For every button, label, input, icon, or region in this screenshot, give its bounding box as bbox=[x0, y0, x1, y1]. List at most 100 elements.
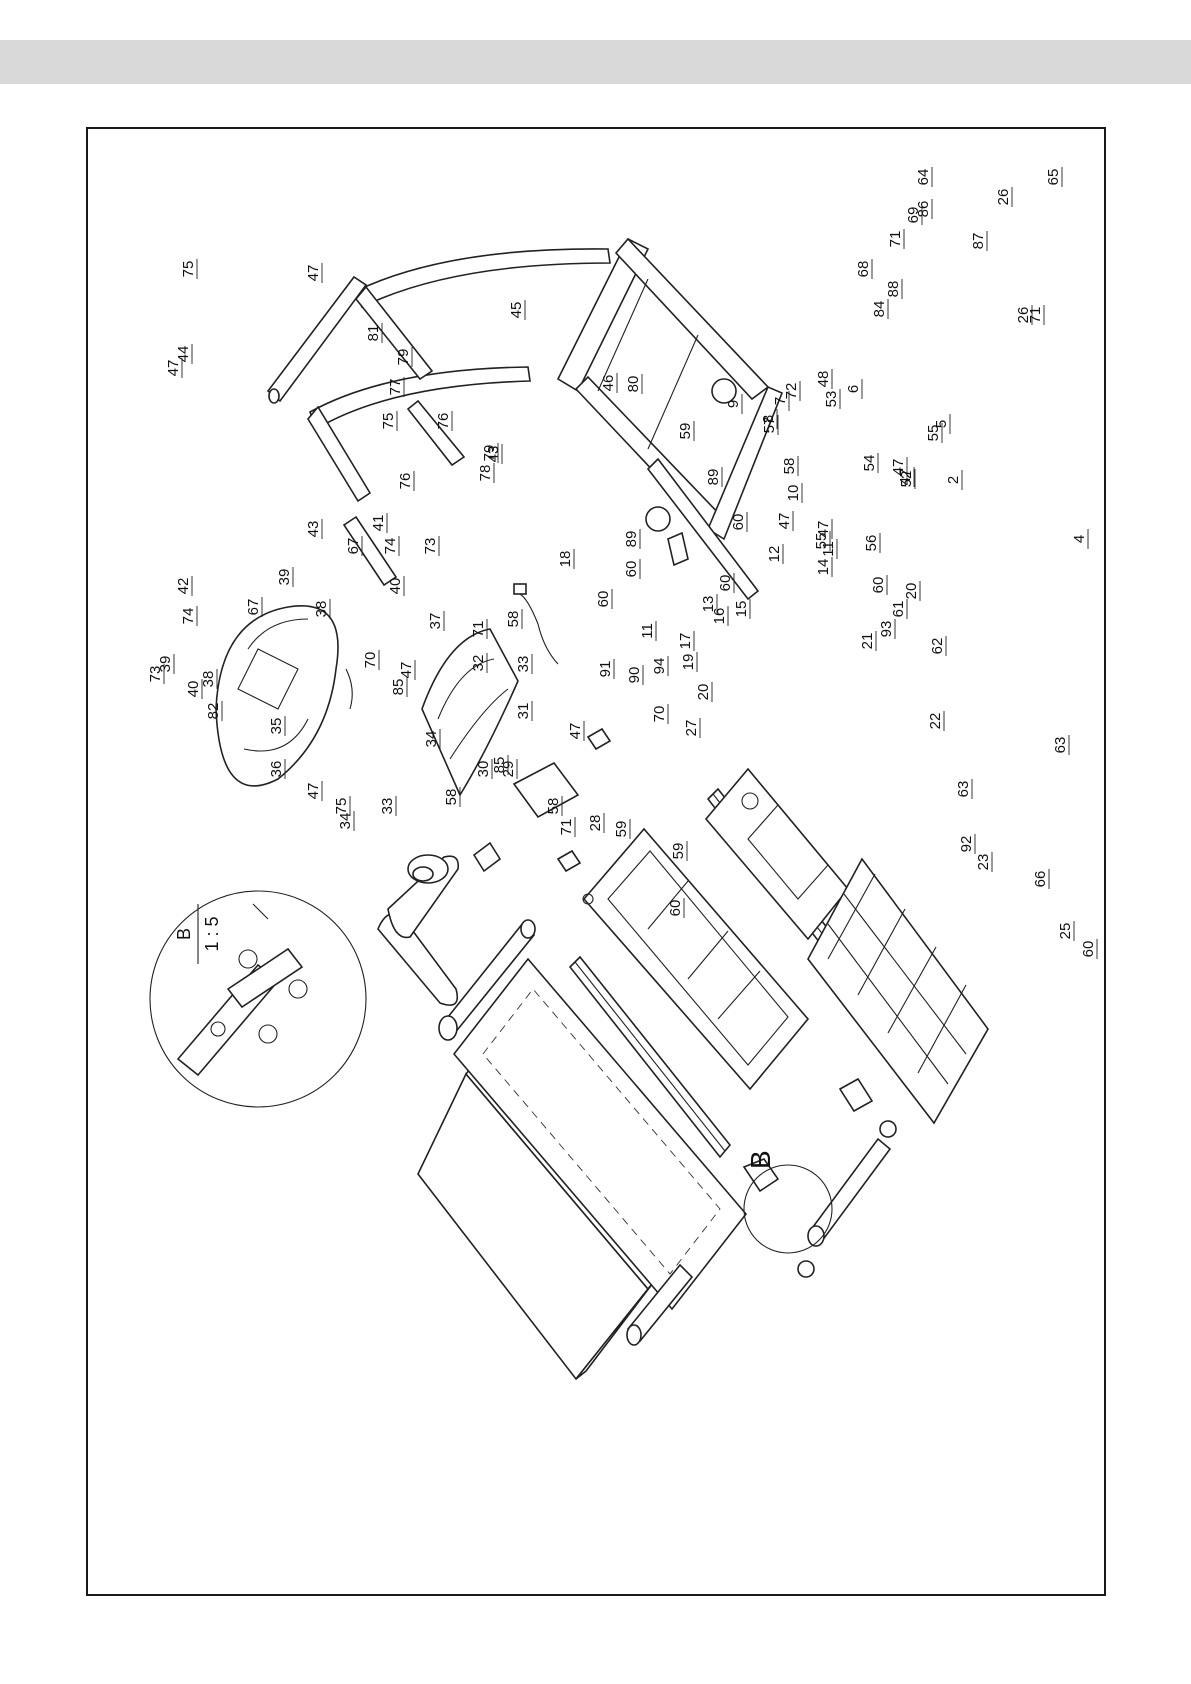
part-number-label: 94 bbox=[651, 658, 668, 675]
part-number-label: 23 bbox=[975, 854, 992, 871]
part-number-label: 73 bbox=[147, 666, 164, 683]
part-number-label: 58 bbox=[505, 611, 522, 628]
part-number-label: 47 bbox=[776, 513, 793, 530]
part-number-label: 38 bbox=[200, 671, 217, 688]
part-number-label: 18 bbox=[557, 551, 574, 568]
part-number-label: 68 bbox=[855, 261, 872, 278]
part-number-label: 35 bbox=[268, 718, 285, 735]
console bbox=[215, 605, 353, 787]
part-number-label: 8 bbox=[760, 415, 777, 423]
part-number-label: 47 bbox=[165, 360, 182, 377]
part-number-label: 41 bbox=[370, 515, 387, 532]
diagram-frame: B 1 : 5 B 123456789101111121314151617181… bbox=[86, 127, 1106, 1596]
part-number-label: 33 bbox=[515, 656, 532, 673]
part-number-label: 47 bbox=[305, 265, 322, 282]
part-number-label: 44 bbox=[175, 346, 192, 363]
part-number-label: 87 bbox=[970, 233, 987, 250]
handlebar bbox=[266, 275, 368, 404]
part-number-label: 27 bbox=[683, 720, 700, 737]
part-number-label: 19 bbox=[680, 654, 697, 671]
end-caps bbox=[742, 1077, 874, 1193]
incline-assembly bbox=[645, 378, 760, 601]
part-number-label: 47 bbox=[398, 662, 415, 679]
part-number-label: 60 bbox=[870, 577, 887, 594]
part-number-label: 71 bbox=[887, 231, 904, 248]
part-number-label: 89 bbox=[623, 531, 640, 548]
part-number-label: 70 bbox=[362, 652, 379, 669]
part-number-label: 11 bbox=[820, 541, 837, 557]
part-number-label: 84 bbox=[871, 301, 888, 318]
part-number-label: 60 bbox=[595, 591, 612, 608]
part-number-label: 60 bbox=[623, 561, 640, 578]
part-number-label: 88 bbox=[885, 281, 902, 298]
part-number-label: 58 bbox=[545, 798, 562, 815]
part-number-label: 37 bbox=[427, 613, 444, 630]
part-number-label: 47 bbox=[815, 521, 832, 538]
part-number-label: 28 bbox=[587, 815, 604, 832]
main-frame bbox=[582, 827, 810, 1091]
part-number-label: 39 bbox=[276, 569, 293, 586]
part-number-label: 2 bbox=[945, 476, 962, 484]
part-number-label: 64 bbox=[915, 169, 932, 186]
part-number-label: 45 bbox=[508, 302, 525, 319]
detail-scale: 1 : 5 bbox=[202, 916, 222, 951]
part-number-label: 40 bbox=[387, 578, 404, 595]
part-number-label: 60 bbox=[730, 514, 747, 531]
part-number-label: 54 bbox=[861, 455, 878, 472]
part-number-label: 77 bbox=[387, 379, 404, 396]
part-number-label: 36 bbox=[268, 761, 285, 778]
part-number-label: 21 bbox=[859, 633, 876, 650]
part-number-label: 65 bbox=[1045, 169, 1062, 186]
part-number-label: 6 bbox=[845, 385, 862, 393]
part-number-label: 75 bbox=[333, 798, 350, 815]
part-number-label: 58 bbox=[781, 458, 798, 475]
detail-callout-label: B bbox=[745, 1150, 776, 1169]
part-number-label: 17 bbox=[677, 633, 694, 650]
detail-b bbox=[149, 890, 367, 1108]
part-number-label: 47 bbox=[897, 469, 914, 486]
detail-title: B 1 : 5 bbox=[174, 904, 222, 964]
part-number-label: 71 bbox=[470, 621, 487, 638]
part-number-label: 33 bbox=[379, 798, 396, 815]
part-number-label: 72 bbox=[783, 383, 800, 400]
part-number-label: 47 bbox=[567, 723, 584, 740]
part-number-label: 62 bbox=[929, 638, 946, 655]
part-number-label: 55 bbox=[925, 425, 942, 442]
part-number-label: 59 bbox=[677, 423, 694, 440]
part-number-label: 75 bbox=[380, 413, 397, 430]
part-number-label: 60 bbox=[667, 900, 684, 917]
part-number-label: 14 bbox=[815, 559, 832, 576]
part-number-label: 39 bbox=[157, 656, 174, 673]
part-number-label: 70 bbox=[651, 706, 668, 723]
part-number-label: 63 bbox=[955, 781, 972, 798]
deck-frame bbox=[452, 957, 748, 1311]
part-number-label: 78 bbox=[477, 465, 494, 482]
part-number-label: 38 bbox=[313, 601, 330, 618]
part-number-label: 20 bbox=[695, 684, 712, 701]
part-number-label: 13 bbox=[700, 596, 717, 613]
detail-b-callout bbox=[743, 1164, 833, 1254]
rear-tube bbox=[797, 1120, 897, 1278]
part-labels: 1234567891011111213141516171819202021222… bbox=[147, 167, 1098, 959]
part-number-label: 32 bbox=[470, 655, 487, 672]
part-number-label: 91 bbox=[597, 661, 614, 678]
part-number-label: 56 bbox=[863, 535, 880, 552]
part-number-label: 48 bbox=[815, 371, 832, 388]
part-number-label: 34 bbox=[423, 731, 440, 748]
part-number-label: 58 bbox=[443, 789, 460, 806]
part-number-label: 16 bbox=[711, 608, 728, 625]
detail-name: B bbox=[174, 928, 194, 940]
motor-cover bbox=[704, 767, 850, 941]
part-number-label: 43 bbox=[305, 521, 322, 538]
part-number-label: 63 bbox=[1052, 737, 1069, 754]
part-number-label: 42 bbox=[175, 578, 192, 595]
rear-roller bbox=[626, 1263, 694, 1346]
part-number-label: 93 bbox=[878, 621, 895, 638]
part-number-label: 60 bbox=[717, 575, 734, 592]
part-number-label: 52 bbox=[898, 471, 915, 488]
part-number-label: 29 bbox=[500, 761, 517, 778]
part-number-label: 53 bbox=[823, 391, 840, 408]
part-number-label: 34 bbox=[337, 813, 354, 830]
part-number-label: 46 bbox=[600, 375, 617, 392]
part-number-label: 76 bbox=[397, 473, 414, 490]
